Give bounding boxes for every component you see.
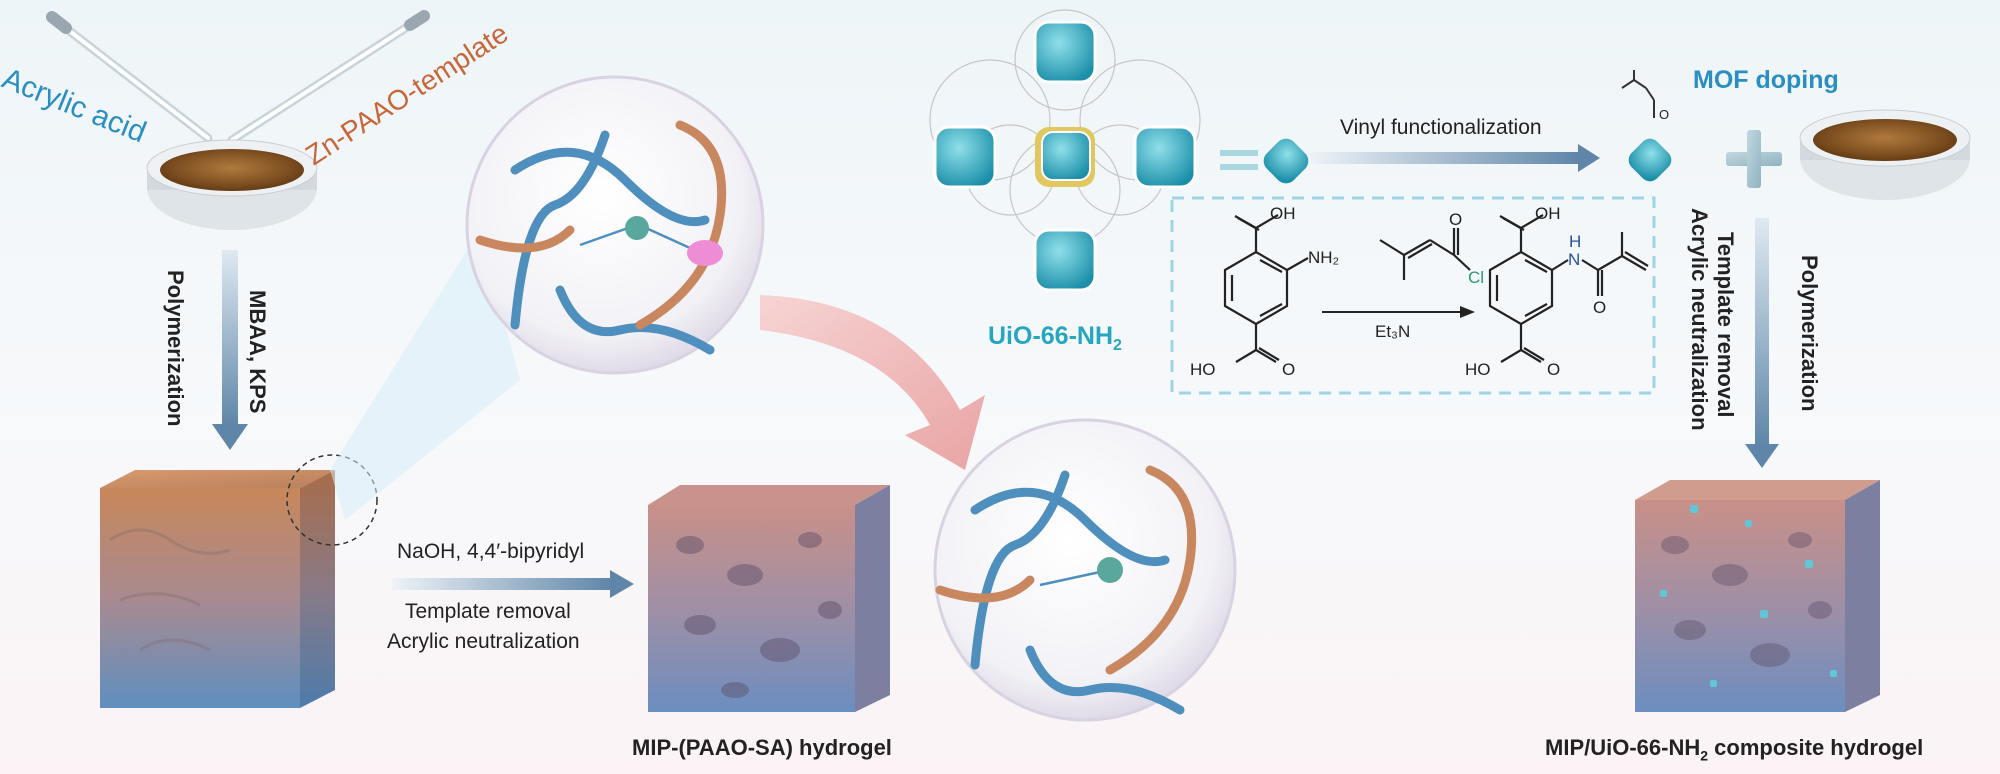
functionalized-mof-icon: [1622, 70, 1675, 185]
uio66-framework-cluster: [930, 10, 1200, 290]
label-uio66-nh2-sub: 2: [1113, 337, 1122, 354]
network-bubble-template: [467, 77, 763, 373]
arrow-polymerization-left: [212, 250, 248, 450]
arrow-reaction: [1322, 306, 1475, 318]
chem-o-right: O: [1547, 360, 1560, 380]
label-acrylic-neutralization-2: Acrylic neutralization: [1686, 208, 1712, 431]
petri-dish-left-icon: [147, 140, 317, 230]
arrow-vinyl-functionalization: [1310, 144, 1600, 172]
label-uio66-nh2: UiO-66-NH2: [988, 322, 1122, 355]
chem-o-mof: O: [1659, 107, 1669, 122]
label-composite-sub: 2: [1700, 747, 1708, 763]
chem-h: H: [1569, 232, 1581, 252]
label-naoh-bipyridyl: NaOH, 4,4′-bipyridyl: [397, 540, 584, 564]
chem-et3n: Et₃N: [1375, 322, 1410, 342]
hydrogel-cube-composite: [1635, 480, 1880, 712]
label-mbaa-kps: MBAA, KPS: [244, 290, 270, 413]
pipette-template-icon: [232, 16, 424, 140]
arrow-polymerization-right: [1745, 218, 1779, 468]
chem-oh-top-left: OH: [1270, 204, 1296, 224]
mof-particle-icon: [1259, 134, 1313, 188]
network-bubble-imprinted: [935, 420, 1235, 720]
hydrogel-cube-porous: [648, 485, 890, 712]
equals-icon: [1220, 150, 1258, 170]
label-mip-paao-sa: MIP-(PAAO-SA) hydrogel: [632, 735, 892, 761]
arrow-template-removal: [392, 570, 634, 598]
petri-dish-right-icon: [1800, 110, 1970, 200]
chem-o-left: O: [1282, 360, 1295, 380]
chem-ho-bottom-right: HO: [1465, 360, 1491, 380]
label-composite-base: MIP/UiO-66-NH: [1545, 735, 1700, 760]
label-composite-tail: composite hydrogel: [1708, 735, 1923, 760]
label-polymerization-left: Polymerization: [162, 270, 188, 426]
label-template-removal-1: Template removal: [405, 600, 571, 624]
chem-o-acyl: O: [1449, 210, 1462, 230]
plus-icon: [1726, 130, 1782, 188]
label-template-removal-2: Template removal: [1712, 232, 1738, 417]
chem-nh2: NH₂: [1308, 248, 1339, 268]
chem-n: N: [1568, 250, 1580, 270]
chem-o-amide: O: [1593, 298, 1606, 318]
label-uio66-nh2-base: UiO-66-NH: [988, 322, 1113, 350]
arrow-template-removal-pink: [760, 295, 985, 470]
molecule-methacryloyl-chloride: [1380, 228, 1470, 280]
chem-oh-top-right: OH: [1535, 204, 1561, 224]
reaction-scheme-box: [1172, 198, 1654, 393]
chem-cl: Cl: [1468, 268, 1484, 288]
label-composite-hydrogel: MIP/UiO-66-NH2 composite hydrogel: [1545, 735, 1923, 763]
label-polymerization-right: Polymerization: [1796, 255, 1822, 411]
hydrogel-cube-solid: [100, 470, 335, 708]
label-acrylic-neutralization-1: Acrylic neutralization: [387, 630, 580, 654]
molecule-aminoterephthalic-acid: [1225, 215, 1308, 362]
label-vinyl-functionalization: Vinyl functionalization: [1340, 116, 1542, 140]
label-mof-doping: MOF doping: [1693, 66, 1839, 95]
chem-ho-bottom-left: HO: [1190, 360, 1216, 380]
